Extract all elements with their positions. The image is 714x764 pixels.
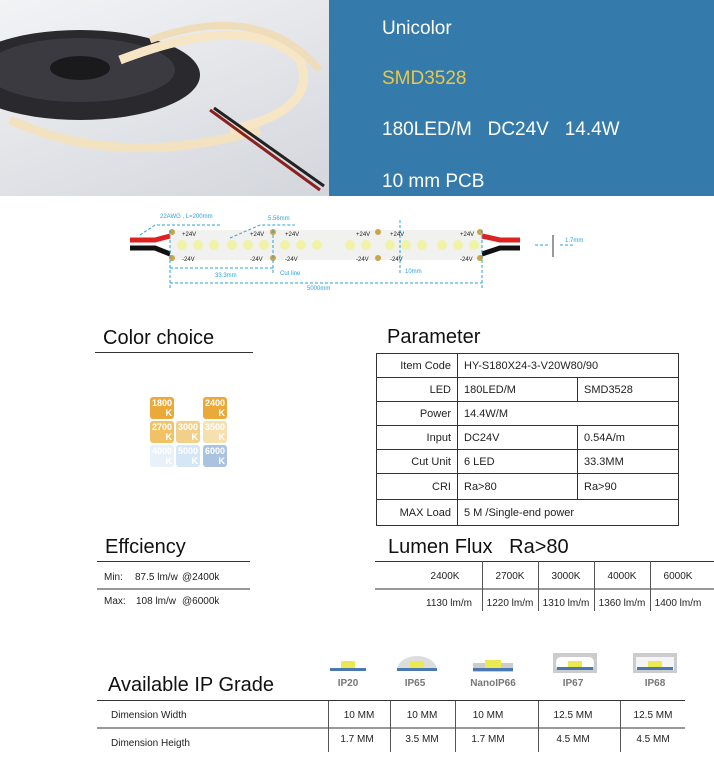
swatch-4000k[interactable]: 4000 K [150,445,174,467]
svg-text:-24V: -24V [250,257,263,263]
swatch-3000k[interactable]: 3000 K [176,421,200,443]
eff-max-label: Max: [104,596,126,607]
efficiency-title: Effciency [105,536,186,558]
cut-line-label: Cut line [280,271,301,277]
eff-min-label: Min: [104,572,123,583]
width-label: 10mm [405,269,422,275]
ip-label: IP68 [644,678,666,689]
eff-max-temp: @6000k [182,596,220,607]
length-label: 5000mm [307,286,330,292]
wire-spec-label: 22AWG , L=200mm [160,214,213,220]
parameter-title: Parameter [387,326,481,348]
svg-text:+24V: +24V [182,232,196,238]
strip-dimension-diagram: +24V +24V +24V +24V +24V +24V -24V -24V -24V -24… [120,200,600,305]
svg-text:+24V: +24V [285,232,299,238]
ip-label: IP67 [562,678,584,689]
ip-grade-title: Available IP Grade [108,674,275,696]
thickness-label: 1.7mm [565,238,583,244]
swatch-5000k[interactable]: 5000 K [176,445,200,467]
color-choice-title: Color choice [103,327,215,349]
eff-min-value: 87.5 lm/w [135,572,178,583]
swatch-3500k[interactable]: 3500 K [203,421,227,443]
cut-unit-label: 33.3mm [215,273,237,279]
swatch-2700k[interactable]: 2700 K [150,421,174,443]
svg-text:-24V: -24V [285,257,298,263]
swatch-6000k[interactable]: 6000 K [203,445,227,467]
swatch-2400k[interactable]: 2400 K [203,397,227,419]
swatch-1800k[interactable]: 1800 K [150,397,174,419]
svg-text:-24V: -24V [356,257,369,263]
eff-min-temp: @2400k [182,572,220,583]
svg-text:+24V: +24V [250,232,264,238]
svg-text:+24V: +24V [356,232,370,238]
eff-max-value: 108 lm/w [136,596,177,607]
ip-label: IP65 [404,678,426,689]
led-strip-photo [0,0,329,196]
pitch-label: 5.56mm [268,216,290,222]
ip-label: IP20 [337,678,359,689]
svg-text:-24V: -24V [390,257,403,263]
ip-label: NanoIP66 [470,678,516,689]
svg-text:+24V: +24V [390,232,404,238]
banner-specs: 180LED/M DC24V 14.4W [382,119,620,140]
svg-text:+24V: +24V [460,232,474,238]
svg-text:-24V: -24V [182,257,195,263]
lumen-flux-title: Lumen Flux Ra>80 [388,536,569,558]
banner-type: Unicolor [382,18,452,39]
svg-text:-24V: -24V [460,257,473,263]
spec-banner: Unicolor SMD3528 180LED/M DC24V 14.4W 10… [329,0,714,196]
banner-pcb: 10 mm PCB [382,171,485,192]
banner-led-model: SMD3528 [382,68,467,89]
